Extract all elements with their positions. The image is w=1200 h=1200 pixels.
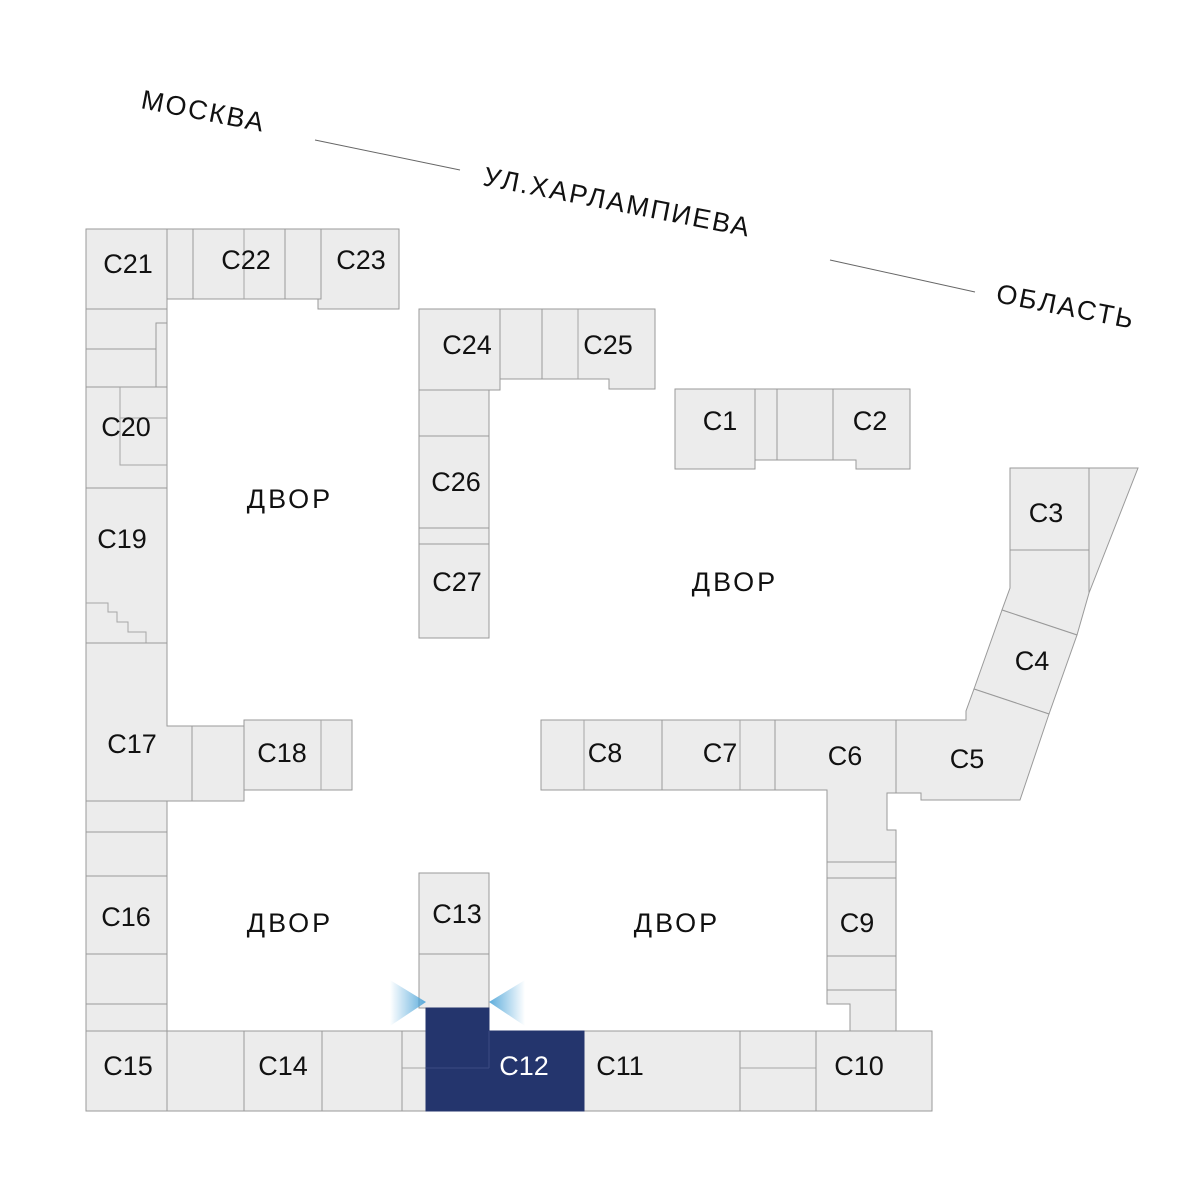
building-block <box>85 348 157 388</box>
section-c4[interactable]: С4 <box>973 609 1078 715</box>
section-c8-label: С8 <box>588 738 623 768</box>
section-c23[interactable]: С23 <box>317 228 400 310</box>
section-c11-label: С11 <box>596 1051 644 1081</box>
building-block <box>754 388 778 461</box>
section-c19[interactable]: С19 <box>85 487 168 644</box>
section-c7-label: С7 <box>703 738 738 768</box>
section-c8[interactable]: С8 <box>540 719 663 791</box>
building-block <box>85 308 168 350</box>
section-c15[interactable]: С15 <box>85 1030 168 1112</box>
section-c23-label: С23 <box>336 245 386 275</box>
building-block <box>401 1030 427 1112</box>
section-c2-label: С2 <box>853 406 888 436</box>
section-c10-label: С10 <box>834 1051 884 1081</box>
section-c9-label: С9 <box>840 908 875 938</box>
section-c1-label: С1 <box>703 406 738 436</box>
building-block <box>826 861 897 879</box>
section-c6-label: С6 <box>828 741 863 771</box>
building-block <box>418 527 490 545</box>
building-block <box>826 989 897 1035</box>
section-c21[interactable]: С21 <box>85 228 168 310</box>
section-c17[interactable]: С17 <box>85 642 193 802</box>
section-c21-label: С21 <box>103 249 153 279</box>
street-label-oblast: ОБЛАСТЬ <box>994 278 1138 334</box>
section-c14[interactable]: С14 <box>243 1030 323 1112</box>
building-block <box>191 725 245 802</box>
building-block <box>284 228 322 300</box>
section-c5-label: С5 <box>950 744 985 774</box>
section-c3[interactable]: С3 <box>1009 467 1090 551</box>
building-block <box>418 389 490 437</box>
building-block <box>85 953 168 1005</box>
section-c20-label: С20 <box>101 412 151 442</box>
section-c26[interactable]: С26 <box>418 435 490 529</box>
building-block <box>85 831 168 877</box>
building-block <box>1088 467 1139 594</box>
section-c18[interactable]: С18 <box>243 719 353 791</box>
section-c18-label: С18 <box>257 738 307 768</box>
section-c13[interactable]: С13 <box>418 872 490 955</box>
building-block <box>166 1030 245 1112</box>
section-c14-label: С14 <box>258 1051 308 1081</box>
building-block <box>776 388 834 461</box>
section-c12-selected[interactable]: С12 <box>425 1007 585 1112</box>
section-c10[interactable]: С10 <box>815 1030 933 1112</box>
building-block <box>499 308 543 380</box>
yard-label: ДВОР <box>247 908 333 938</box>
building-block <box>321 1030 403 1112</box>
building-block <box>826 955 897 991</box>
building-block <box>85 1003 168 1032</box>
street-line-1 <box>314 139 461 171</box>
section-c5[interactable]: С5 <box>895 688 1050 801</box>
section-c16[interactable]: С16 <box>85 875 168 955</box>
yard-label: ДВОР <box>692 567 778 597</box>
section-c25[interactable]: С25 <box>541 308 656 390</box>
section-c12-label: С12 <box>499 1051 549 1081</box>
section-c27-label: С27 <box>432 567 482 597</box>
section-c13-label: С13 <box>432 899 482 929</box>
section-c25-label: С25 <box>583 330 633 360</box>
section-c26-label: С26 <box>431 467 481 497</box>
section-c24-label: С24 <box>442 330 492 360</box>
yard-label: ДВОР <box>247 484 333 514</box>
section-c4-label: С4 <box>1015 646 1050 676</box>
view-marker-right-icon <box>489 980 525 1026</box>
section-c17-label: С17 <box>107 729 157 759</box>
building-block <box>166 228 194 300</box>
section-c7[interactable]: С7 <box>661 719 776 791</box>
building-block <box>739 1030 817 1112</box>
section-c20[interactable]: С20 <box>85 386 168 489</box>
section-c3-label: С3 <box>1029 498 1064 528</box>
section-c6[interactable]: С6 <box>774 719 897 863</box>
building-block <box>418 953 490 1009</box>
section-c27[interactable]: С27 <box>418 543 490 639</box>
view-marker-left-icon <box>390 980 426 1026</box>
yard-label: ДВОР <box>634 908 720 938</box>
section-c19-label: С19 <box>97 524 147 554</box>
section-c9[interactable]: С9 <box>826 877 897 957</box>
section-c24[interactable]: С24 <box>418 308 501 391</box>
street-label-moscow: МОСКВА <box>139 84 268 137</box>
section-c22-label: С22 <box>221 245 271 275</box>
section-c11[interactable]: С11 <box>583 1030 741 1112</box>
street-label-name: УЛ.ХАРЛАМПИЕВА <box>481 161 754 242</box>
section-c2[interactable]: С2 <box>832 388 911 470</box>
building-block <box>85 800 168 833</box>
section-c15-label: С15 <box>103 1051 153 1081</box>
section-c16-label: С16 <box>101 902 151 932</box>
street-line-2 <box>829 259 976 293</box>
section-c22[interactable]: С22 <box>192 228 286 300</box>
building-block <box>155 322 168 388</box>
section-c1[interactable]: С1 <box>674 388 756 470</box>
